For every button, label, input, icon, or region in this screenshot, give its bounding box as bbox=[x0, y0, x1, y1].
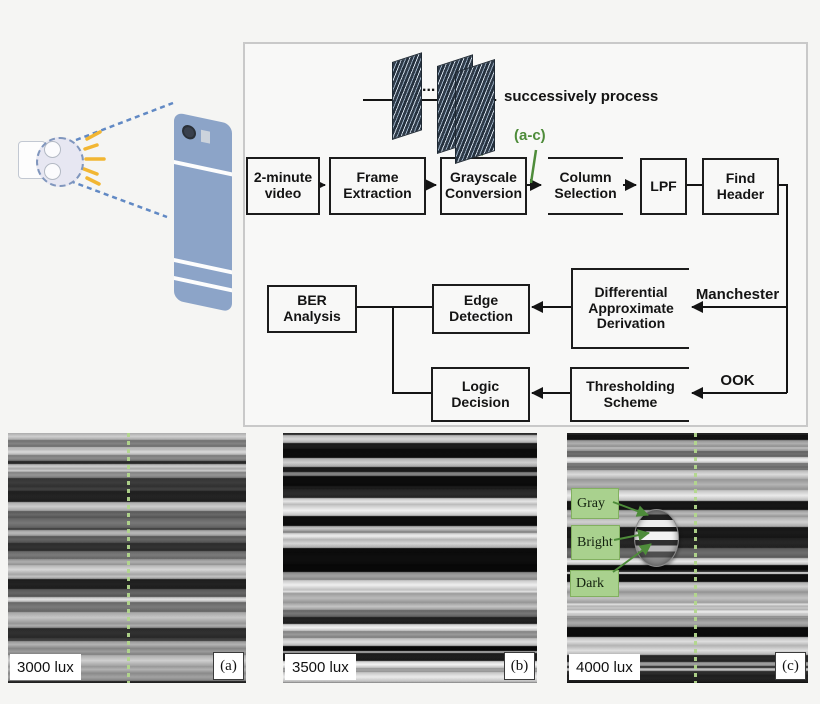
panel-letter-a: (a) bbox=[213, 652, 244, 680]
flowchart-box-differential: Differential Approximate Derivation bbox=[571, 268, 689, 349]
flowchart-box-edge-detection: Edge Detection bbox=[432, 284, 530, 334]
video-frame-thumb-1 bbox=[392, 52, 422, 140]
video-frame-thumb-3 bbox=[455, 59, 495, 164]
panel-c: Gray Bright Dark 4000 lux (c) bbox=[567, 433, 808, 683]
panel-b: 3500 lux (b) bbox=[283, 433, 537, 683]
process-note: successively process bbox=[504, 88, 659, 105]
flowchart-box-frame-extraction: Frame Extraction bbox=[329, 157, 426, 215]
phone-flash-icon bbox=[201, 129, 210, 144]
flowchart-box-find-header: Find Header bbox=[702, 158, 779, 215]
flowchart-box-lpf: LPF bbox=[640, 158, 687, 215]
lux-label-a: 3000 lux bbox=[10, 654, 81, 680]
column-marker-line bbox=[694, 433, 697, 683]
light-rays-icon bbox=[82, 130, 106, 186]
label-manchester: Manchester bbox=[695, 286, 780, 303]
phone-camera-icon bbox=[182, 123, 196, 141]
smartphone-icon bbox=[174, 112, 232, 313]
phone-stripe bbox=[174, 276, 232, 293]
flowchart-box-column-selection: Column Selection bbox=[548, 157, 623, 215]
column-marker-line bbox=[127, 433, 130, 683]
phone-stripe bbox=[174, 160, 232, 177]
flowchart-box-video: 2-minute video bbox=[246, 157, 320, 215]
flowchart-box-thresholding: Thresholding Scheme bbox=[570, 367, 689, 422]
annotation-gray: Gray bbox=[571, 488, 619, 519]
stripe-image-b bbox=[283, 433, 537, 683]
panel-letter-c: (c) bbox=[775, 652, 806, 680]
flow-arrows bbox=[314, 94, 788, 399]
flowchart-box-logic-decision: Logic Decision bbox=[431, 367, 530, 422]
bulb-filament-bottom bbox=[44, 163, 61, 180]
bulb-filament-top bbox=[44, 141, 61, 158]
annotation-bright: Bright bbox=[571, 525, 620, 560]
phone-stripe bbox=[174, 258, 232, 275]
frames-ellipsis: ... bbox=[422, 78, 436, 95]
panel-letter-b: (b) bbox=[504, 652, 535, 680]
annotation-arrows bbox=[612, 501, 652, 573]
lux-label-c: 4000 lux bbox=[569, 654, 640, 680]
label-ook: OOK bbox=[720, 372, 755, 389]
range-label: (a-c) bbox=[514, 127, 546, 144]
flowchart-box-grayscale: Grayscale Conversion bbox=[440, 157, 527, 215]
panel-a: 3000 lux (a) bbox=[8, 433, 246, 683]
lux-label-b: 3500 lux bbox=[285, 654, 356, 680]
flowchart-box-ber: BER Analysis bbox=[267, 285, 357, 333]
annotation-dark: Dark bbox=[570, 570, 619, 597]
flowchart-frame bbox=[243, 42, 808, 427]
